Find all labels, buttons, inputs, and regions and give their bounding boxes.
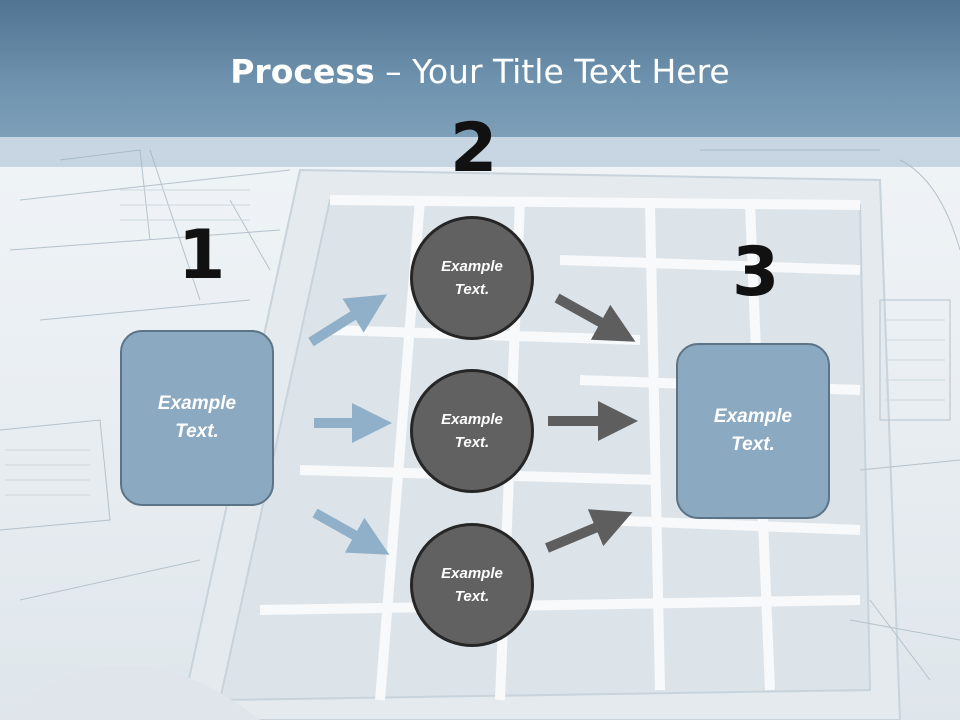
step-2-item-1: Example Text. xyxy=(410,216,534,340)
step-3-text: Example Text. xyxy=(713,405,793,456)
slide-title: Process – Your Title Text Here xyxy=(0,52,960,91)
arrow-from-item-1 xyxy=(554,293,636,342)
step-3-box: Example Text. xyxy=(676,343,830,519)
step-1-text: Example Text. xyxy=(157,392,237,443)
title-rest: – Your Title Text Here xyxy=(374,52,730,91)
step-1-box: Example Text. xyxy=(120,330,274,506)
step-3-number: 3 xyxy=(732,233,780,312)
step-2-item-1-text: Example Text. xyxy=(441,257,503,298)
step-1-number: 1 xyxy=(178,216,226,295)
title-banner xyxy=(0,0,960,137)
step-2-item-2: Example Text. xyxy=(410,369,534,493)
arrow-from-item-3 xyxy=(545,509,633,553)
arrow-to-item-3 xyxy=(312,508,390,555)
step-2-item-3: Example Text. xyxy=(410,523,534,647)
arrow-to-item-1 xyxy=(308,294,387,347)
title-bold: Process xyxy=(230,52,375,91)
step-2-item-3-text: Example Text. xyxy=(441,564,503,605)
step-2-number: 2 xyxy=(450,109,498,188)
step-2-item-2-text: Example Text. xyxy=(441,410,503,451)
title-underband xyxy=(0,137,960,167)
